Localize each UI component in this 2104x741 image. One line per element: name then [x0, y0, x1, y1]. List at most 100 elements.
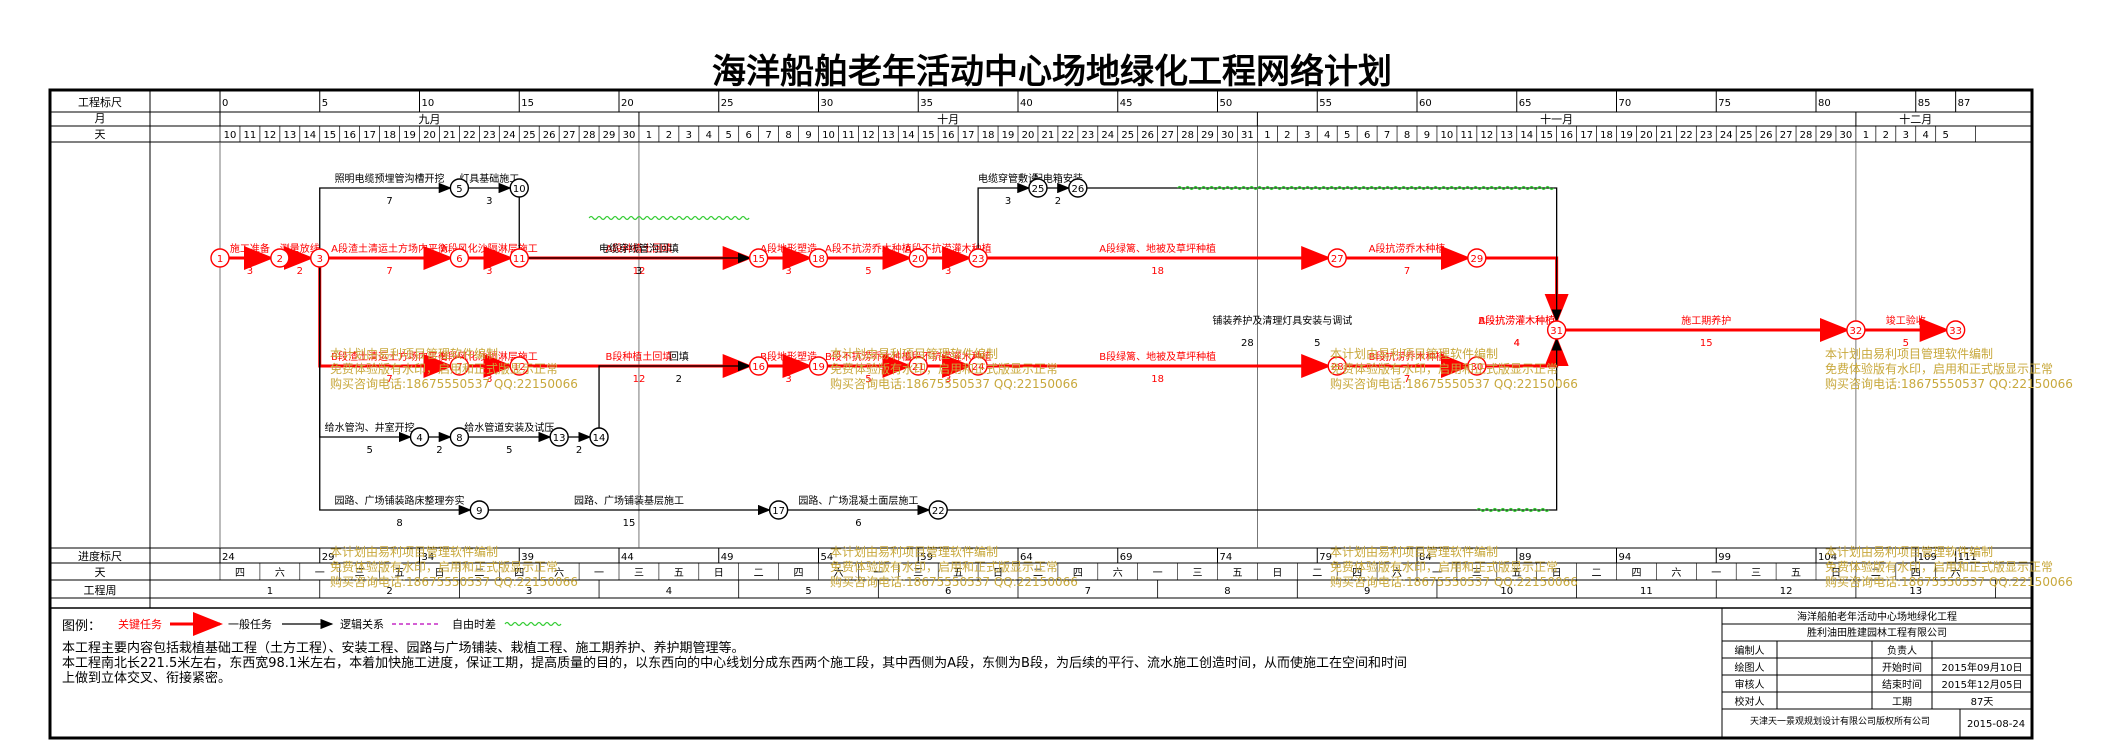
day-label: 15 — [922, 130, 935, 141]
weekday-label: 日 — [434, 568, 444, 579]
watermark-text: 本计划由易利项目管理软件编制 — [330, 346, 498, 361]
node: 2 — [270, 248, 290, 268]
task-duration: 18 — [1151, 374, 1164, 385]
task-duration: 3 — [945, 266, 951, 277]
task-duration: 4 — [1514, 338, 1520, 349]
day-label: 17 — [962, 130, 975, 141]
node-label: 5 — [456, 184, 462, 195]
day-label: 25 — [523, 130, 536, 141]
weekday-label: 二 — [1033, 568, 1043, 579]
task-label: 照明电缆预埋管沟槽开挖 — [335, 172, 445, 185]
watermark-text: 购买咨询电话:18675550537 QQ:22150066 — [830, 574, 1078, 589]
day-label: 16 — [942, 130, 955, 141]
weekday-label: 一 — [873, 568, 883, 579]
title-block-cell: 审核人 — [1735, 678, 1765, 691]
task-duration: 5 — [865, 266, 871, 277]
day-label: 13 — [283, 130, 296, 141]
task-label: 测量放线 — [280, 242, 320, 255]
day-label: 12 — [264, 130, 277, 141]
node-circle — [808, 356, 829, 376]
weekday-label: 一 — [1432, 568, 1442, 579]
day-label: 3 — [1903, 130, 1909, 141]
day-label: 7 — [1384, 130, 1390, 141]
node: 24 — [968, 356, 988, 376]
weekday-label: 二 — [1312, 568, 1322, 579]
week-label: 4 — [666, 586, 672, 597]
watermark-text: 本计划由易利项目管理软件编制 — [330, 544, 498, 559]
title-block-footer-company: 天津天一景观规划设计有限公司版权所有公司 — [1750, 715, 1930, 727]
day-label: 1 — [646, 130, 652, 141]
node-circle — [310, 248, 330, 268]
title-block-cell: 绘图人 — [1735, 661, 1765, 674]
header-label: 工程周 — [84, 584, 117, 597]
node: 20 — [908, 248, 928, 268]
free-float-line — [1177, 185, 1555, 191]
task-duration: 5 — [506, 445, 512, 456]
node: 29 — [1467, 248, 1487, 268]
task-duration: 7 — [386, 374, 392, 385]
task-duration: 3 — [1005, 196, 1011, 207]
ruler-label: 80 — [1818, 98, 1831, 109]
node: 22 — [928, 500, 948, 520]
day-label: 23 — [1081, 130, 1094, 141]
node-circle — [449, 356, 470, 376]
task-duration: 7 — [386, 196, 392, 207]
task-duration: 3 — [636, 266, 642, 277]
day-label: 27 — [1780, 130, 1793, 141]
ruler-label: 70 — [1619, 98, 1632, 109]
weekday-label: 六 — [833, 567, 843, 579]
node-label: 29 — [1470, 254, 1483, 265]
task-duration: 3 — [486, 374, 492, 385]
ruler-label: 79 — [1319, 552, 1332, 563]
day-label: 10 — [224, 130, 237, 141]
task-arrow — [977, 182, 1031, 249]
day-label: 26 — [543, 130, 556, 141]
day-label: 5 — [1942, 130, 1948, 141]
ruler-label: 65 — [1519, 98, 1532, 109]
node: 28 — [1327, 356, 1347, 376]
day-label: 4 — [706, 130, 712, 141]
ruler-label: 0 — [222, 98, 228, 109]
node-label: 26 — [1071, 184, 1084, 195]
task-label: 施工期养护 — [1681, 314, 1731, 327]
watermark-text: 购买咨询电话:18675550537 QQ:22150066 — [1330, 376, 1578, 391]
ruler-label: 84 — [1419, 552, 1432, 563]
day-label: 19 — [1002, 130, 1015, 141]
title-block-cell: 87天 — [1971, 697, 1994, 708]
title-block-cell: 2015年09月10日 — [1942, 661, 2023, 674]
weekday-label: 五 — [1232, 568, 1242, 579]
node-label: 1 — [217, 254, 223, 265]
node: 10 — [509, 178, 529, 198]
title-block-cell: 结束时间 — [1882, 678, 1922, 691]
week-label: 2 — [386, 586, 392, 597]
node-circle — [509, 356, 529, 376]
watermark-text: 购买咨询电话:18675550537 QQ:22150066 — [830, 376, 1078, 391]
day-label: 9 — [1424, 130, 1430, 141]
node-circle — [270, 248, 290, 268]
day-label: 28 — [1800, 130, 1813, 141]
watermark-text: 免费体验版有水印，启用和正式版显示正常 — [1825, 559, 2053, 574]
task-duration: 2 — [576, 445, 582, 456]
task-duration: 4 — [1514, 338, 1520, 349]
weekday-label: 三 — [634, 568, 644, 579]
day-label: 19 — [403, 130, 416, 141]
day-label: 20 — [1640, 130, 1653, 141]
node-label: 10 — [513, 184, 526, 195]
ruler-label: 94 — [1619, 552, 1632, 563]
task-label: 给水管沟、井室开挖 — [325, 421, 415, 434]
title-block-company: 胜利油田胜建园林工程有限公司 — [1807, 626, 1947, 639]
day-label: 5 — [726, 130, 732, 141]
day-label: 26 — [1760, 130, 1773, 141]
weekday-label: 四 — [1631, 568, 1641, 579]
legend-float-label: 自由时差 — [452, 617, 496, 631]
day-label: 3 — [686, 130, 692, 141]
ruler-label: 40 — [1020, 98, 1033, 109]
node-circle — [449, 248, 470, 268]
ruler-label: 49 — [721, 552, 734, 563]
node-label: 11 — [513, 254, 526, 265]
weekday-label: 二 — [1871, 568, 1881, 579]
task-label: A段渣土清运土方场内平衡 — [331, 242, 448, 255]
watermark-text: 免费体验版有水印，启用和正式版显示正常 — [830, 361, 1058, 376]
day-label: 24 — [1101, 130, 1114, 141]
watermark-text: 本计划由易利项目管理软件编制 — [1330, 346, 1498, 361]
